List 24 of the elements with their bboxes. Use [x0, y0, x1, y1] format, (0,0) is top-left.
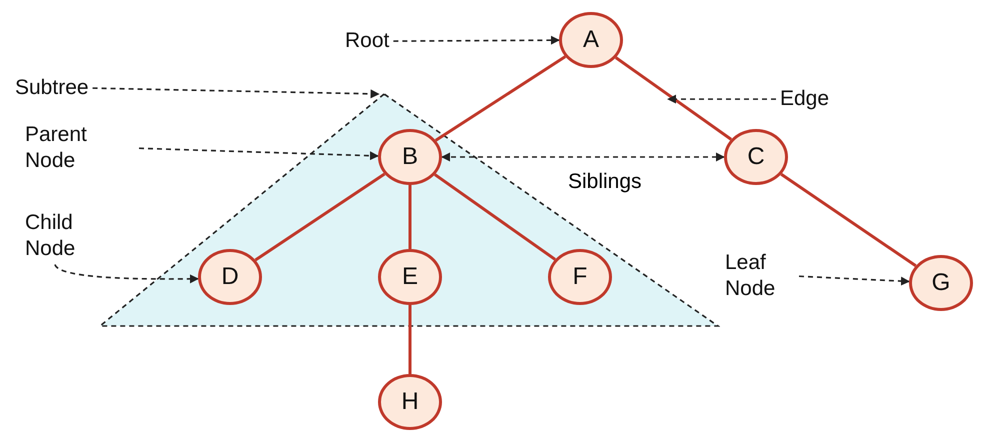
tree-node-circle: A [559, 12, 623, 68]
tree-node-circle: H [378, 374, 442, 430]
tree-edge-line [780, 172, 917, 268]
tree-node-circle: G [909, 255, 973, 311]
leader-arrow [393, 36, 560, 45]
leader-arrow [92, 87, 380, 98]
tree-edge-line [434, 173, 556, 261]
edge-term-label: Edge [780, 86, 830, 112]
leader-arrow [138, 147, 379, 160]
parent-node-label: Parent Node [25, 122, 135, 174]
tree-edge-line [408, 185, 412, 249]
child-node-label: Child Node [25, 210, 125, 262]
leader-arrow [667, 94, 776, 104]
subtree-label: Subtree [15, 75, 89, 102]
root-label: Root [345, 28, 390, 54]
tree-edge-line [408, 305, 412, 374]
leaf-node-label: Leaf Node [725, 250, 795, 302]
tree-edge-line [434, 55, 566, 142]
leader-arrow [798, 275, 910, 286]
double-arrow [441, 152, 725, 162]
tree-edge-line [615, 56, 732, 141]
tree-node-circle: C [724, 129, 788, 185]
leader-arrow [54, 264, 199, 284]
tree-edge-line [254, 172, 386, 262]
